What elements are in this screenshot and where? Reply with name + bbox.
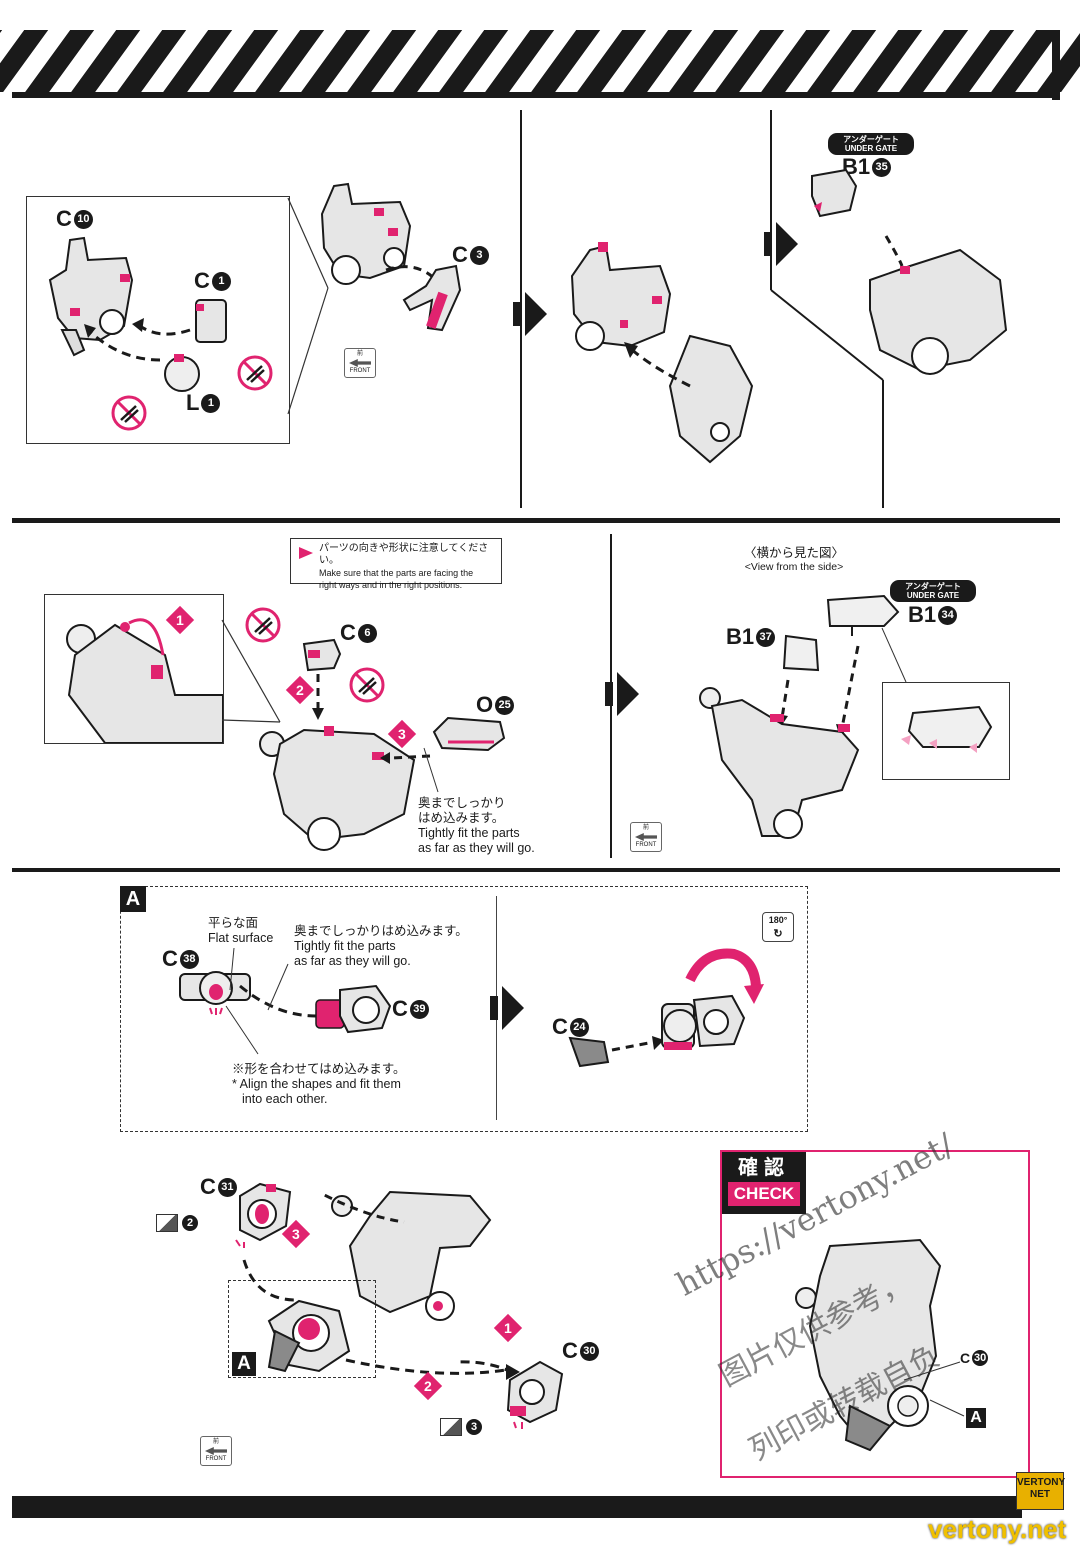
part-c24-assembly-drawing [568,994,746,1068]
check-leader-lines [903,1361,965,1417]
subassembly-a-inset [228,1280,376,1378]
footer-bar [12,1496,1022,1518]
fit-tight-label: 奥までしっかりはめ込みます。 Tightly fit the parts as … [294,924,468,968]
torso-assembly-drawing [320,182,412,285]
part-b1-34-detail-drawing [901,705,993,753]
part-c31-drawing [235,1182,292,1248]
callout-lines-2 [221,619,281,723]
section-divider-2 [12,868,1060,872]
side-view-assembly-drawing [699,645,860,839]
vertical-divider-2 [770,110,772,290]
watermark-logo: VERTONY NET [1016,1472,1065,1510]
part-b1-35-drawing [811,168,858,218]
torso-final-assembly-drawing [320,1190,492,1321]
part-c38-drawing [179,971,251,1015]
rotation-arrow [685,948,764,1004]
part-c1-drawing [195,299,227,343]
gate-cut-icon-3: 3 [440,1418,482,1436]
nipper-prohibited-icon [111,395,147,431]
leader-lines-a [225,947,289,1055]
detail-box-2 [44,594,224,744]
check-label-a: A [966,1408,986,1428]
part-c3-drawing [385,264,462,332]
completed-torso-drawing [795,1238,942,1452]
header-stripe-band [0,30,1080,100]
detail-box-1 [26,196,290,444]
caution-text: パーツの向きや形状に注意してください。 Make sure that the p… [319,543,489,590]
part-b1-34-drawing [826,594,900,636]
rotate-180-icon: 180° ↻ [762,912,794,942]
callout-lines-1 [287,197,329,415]
check-badge: 確認 CHECK [722,1152,806,1214]
callout-lines-3 [881,627,907,683]
nipper-prohibited-icon [349,667,385,703]
flat-surface-label: 平らな面 Flat surface [208,916,274,945]
detail-box-3 [882,682,1010,780]
part-c39-drawing [239,984,392,1034]
nipper-prohibited-icon [237,355,273,391]
subassembly-a-label: A [120,886,146,912]
next-step-arrow-icon [764,222,798,266]
ball-part-l1-drawing [164,354,200,392]
check-box [720,1150,1030,1478]
next-step-arrow-icon [490,986,524,1030]
side-view-title: 〈横から見た図〉 <View from the side> [743,546,844,573]
subassembly-a-tag: A [232,1352,256,1376]
part-c30-drawing [506,1360,564,1429]
next-step-arrow-icon [605,672,639,716]
assembly-arrows-6 [242,1259,527,1382]
torso-part-c10-drawing [48,236,134,357]
part-b1-37-drawing [782,634,820,672]
next-step-arrow-icon [513,292,547,336]
assembly-arrows-1 [84,318,191,362]
align-shapes-note: ※形を合わせてはめ込みます。 * Align the shapes and fi… [232,1062,406,1106]
caution-marker-icon [299,547,313,559]
torso-assembled-drawing [869,235,1008,375]
torso-with-backpack-drawing [570,242,754,464]
watermark-site: vertony.net [928,1514,1067,1544]
diagonal-divider [770,289,884,508]
fit-instruction-text: 奥までしっかり はめ込みます。 Tightly fit the parts as… [418,796,535,855]
part-o25-drawing [432,716,506,752]
caution-note-box: パーツの向きや形状に注意してください。 Make sure that the p… [290,538,502,590]
vertical-divider-1 [520,110,522,508]
chest-assembly-drawing [259,674,431,851]
subassembly-a-box [120,886,808,1132]
nipper-prohibited-icon [245,607,281,643]
gate-cut-icon-2: 2 [156,1214,198,1232]
detail-close-up-drawing [66,618,223,743]
part-c6-drawing [302,638,342,672]
leader-line [423,747,439,793]
subassembly-a-inset-drawing [267,1299,351,1373]
section-divider-1 [12,518,1060,523]
